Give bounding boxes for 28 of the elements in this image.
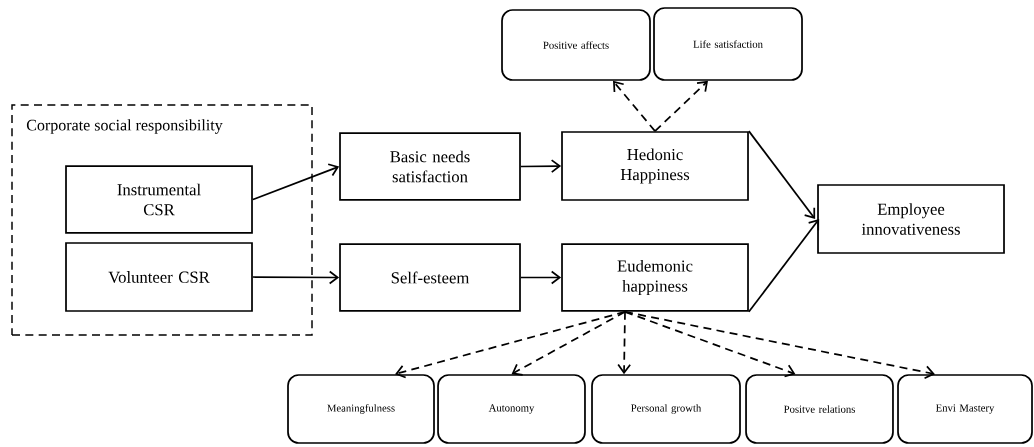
- rounded-box: Envi Mastery: [897, 374, 1033, 444]
- rounded-box: Life satisfaction: [653, 7, 803, 81]
- arrow: [520, 270, 562, 285]
- arrow: [624, 310, 935, 380]
- arrow: [613, 80, 656, 132]
- process-box: Eudemonic happiness: [561, 243, 749, 312]
- arrow: [624, 310, 796, 378]
- arrow: [654, 80, 708, 132]
- rounded-box: Autonomy: [437, 374, 586, 444]
- arrow: [395, 310, 626, 379]
- arrow: [252, 270, 340, 285]
- arrow: [511, 310, 626, 376]
- rounded-box: Positve relations: [745, 374, 894, 444]
- process-box: Basic needs satisfaction: [339, 132, 521, 201]
- arrow: [252, 163, 340, 201]
- arrow: [748, 130, 816, 219]
- arrow: [748, 219, 820, 313]
- process-box: Self-esteem: [339, 243, 521, 312]
- process-box: Employee innovativeness: [817, 184, 1005, 254]
- arrow: [617, 310, 632, 375]
- group-title: Corporate social responsibility: [26, 119, 223, 134]
- arrow: [520, 159, 562, 173]
- rounded-box: Positive affects: [501, 9, 651, 81]
- process-box: Volunteer CSR: [65, 242, 253, 312]
- rounded-box: Meaningfulness: [287, 374, 435, 444]
- rounded-box: Personal growth: [591, 374, 741, 444]
- process-box: Hedonic Happiness: [561, 131, 749, 201]
- process-box: Instrumental CSR: [65, 165, 253, 234]
